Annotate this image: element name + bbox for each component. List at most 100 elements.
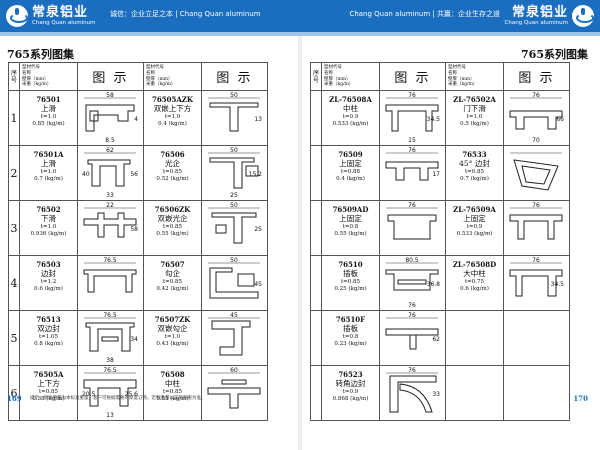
brand-logo-left: 常泉铝业 Chang Quan aluminum	[6, 3, 99, 29]
profile-section-drawing	[504, 366, 569, 420]
dimension-label: 76	[408, 312, 416, 319]
dimension-label: 45	[230, 312, 238, 319]
profile-code: ZL-76509A	[453, 205, 496, 214]
profile-name: 下滑	[41, 214, 56, 223]
profile-weight: 0.55 (kg/m)	[156, 396, 189, 402]
profile-info	[445, 310, 504, 366]
dimension-label: 13	[254, 116, 262, 123]
profile-name: 勾企	[165, 269, 180, 278]
profile-code: ZL-76508D	[452, 260, 497, 269]
page-number-right: 170	[573, 394, 588, 403]
footer-note: 提示：图样重量为本标准重量，客户可根据需要的厚度订购，定制重量以实际称重为准。	[30, 396, 206, 401]
profile-outline	[385, 269, 439, 291]
profile-code: 76505A	[33, 370, 64, 379]
profile-name: 边封	[41, 269, 56, 278]
row-seq	[310, 145, 322, 201]
profile-outline	[209, 267, 259, 299]
dimension-label: 58	[130, 226, 138, 233]
row-seq	[310, 365, 322, 421]
dimension-label: 50	[230, 147, 238, 154]
profile-outline	[83, 212, 137, 238]
profile-weight: 0.43 (kg/m)	[156, 341, 189, 347]
header-info: 型材代号名称壁厚（mm）米重（kg/m）	[445, 62, 504, 91]
profile-thickness: t=0.9	[466, 224, 483, 230]
row-seq: 1	[8, 90, 20, 146]
profile-weight: 0.85 (kg/m)	[32, 121, 65, 127]
profile-name: 插板	[343, 324, 358, 333]
profile-outline	[207, 387, 261, 409]
profile-outline	[387, 214, 437, 240]
dimension-label: 76	[532, 202, 540, 209]
profile-outline	[399, 383, 433, 413]
dimension-label: 76.5	[103, 257, 117, 264]
slogan-right: Chang Quan aluminum | 共赢：企业生存之道	[349, 10, 500, 18]
profile-thickness: t=1.0	[466, 114, 483, 120]
dimension-label: 38	[106, 357, 114, 364]
profile-thickness: t=1.0	[164, 114, 181, 120]
profile-weight: 0.52 (kg/m)	[156, 176, 189, 182]
profile-outline	[389, 375, 437, 413]
profile-code: 76507	[160, 260, 185, 269]
profile-outline	[85, 104, 135, 132]
brand-name-en: Chang Quan aluminum	[32, 20, 96, 26]
profile-code: 76533	[462, 150, 487, 159]
dimension-label: 60	[230, 367, 238, 374]
profile-thickness: t=0.75	[464, 279, 485, 285]
profile-section-drawing	[510, 152, 562, 191]
profile-thickness: t=0.85	[162, 279, 183, 285]
profile-name: 45° 边封	[459, 159, 490, 168]
dimension-label: 76	[532, 92, 540, 99]
profile-name: 上滑	[41, 104, 56, 113]
profile-outline	[509, 269, 563, 297]
profile-name: 插板	[343, 269, 358, 278]
profile-code: 76502	[36, 205, 61, 214]
profile-weight: 0.4 (kg/m)	[336, 176, 365, 182]
profile-outline	[209, 157, 255, 189]
profile-thickness: t=0.85	[38, 389, 59, 395]
profile-outline	[83, 269, 137, 293]
brand-logo-right: 常泉铝业 Chang Quan aluminum	[501, 3, 594, 29]
profile-thickness: t=1.2	[40, 279, 57, 285]
profile-outline	[409, 334, 417, 350]
profile-code: 76507ZK	[154, 315, 191, 324]
dimension-label: 76	[532, 257, 540, 264]
header-info: 型材代号名称壁厚（mm）米重（kg/m）	[143, 62, 202, 91]
profile-outline	[521, 165, 551, 185]
profile-code: 76501A	[33, 150, 64, 159]
profile-code: 76505AZK	[152, 95, 193, 104]
profile-code: 76523	[338, 370, 363, 379]
dimension-label: 40	[82, 171, 90, 178]
profile-code: ZL-76508A	[329, 95, 372, 104]
profile-thickness: t=0.8	[342, 334, 359, 340]
profile-drawing: 76	[379, 200, 446, 256]
dimension-label: 17	[432, 171, 440, 178]
profile-thickness: t=1.0	[40, 114, 57, 120]
profile-code: 76509AD	[332, 205, 369, 214]
dimension-label: 50	[230, 202, 238, 209]
profile-thickness: t=0.9	[342, 389, 359, 395]
brand-name-cn: 常泉铝业	[511, 5, 568, 20]
profile-thickness: t=0.85	[340, 279, 361, 285]
row-seq: 3	[8, 200, 20, 256]
profile-outline	[509, 110, 563, 130]
